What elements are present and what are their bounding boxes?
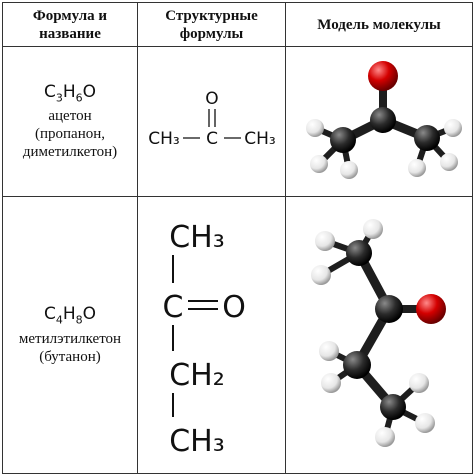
molecular-formula-acetone: C3H6O — [43, 81, 97, 105]
hydrogen-atom — [315, 231, 335, 251]
cell-formula-butanone: C4H8O метилэтилкетон (бутанон) — [2, 196, 138, 474]
carbon-label: C — [162, 290, 183, 325]
hydrogen-atom — [321, 373, 341, 393]
hydrogen-atom — [415, 413, 435, 433]
oxygen-atom — [368, 60, 398, 91]
cell-structure-acetone: O CH₃ C CH₃ — [137, 46, 286, 197]
carbon-atom — [414, 124, 440, 151]
carbon-atom — [370, 106, 396, 133]
cell-formula-acetone: C3H6O ацетон (пропанон, диметилкетон) — [2, 46, 138, 197]
structural-formula-acetone: O CH₃ C CH₃ — [148, 89, 275, 149]
compound-name-line: метилэтилкетон — [18, 330, 122, 347]
compound-name-line: (бутанон) — [39, 348, 101, 365]
row-butanone: C4H8O метилэтилкетон (бутанон) CH₃ C O C… — [2, 196, 473, 474]
methylene-label: CH₂ — [169, 358, 225, 393]
compound-name-line: диметилкетон) — [22, 144, 118, 161]
carbon-atom — [380, 394, 406, 420]
header-formula-name: Формула и название — [2, 2, 138, 47]
hydrogen-atom — [444, 118, 462, 137]
hydrogen-atom — [363, 219, 383, 239]
hydrogen-atom — [310, 154, 328, 173]
acetone-ball-and-stick-model-icon — [306, 60, 462, 179]
header-structural: Структурные формулы — [137, 2, 286, 47]
oxygen-label: O — [222, 290, 246, 325]
hydrogen-atom — [409, 373, 429, 393]
cell-model-acetone — [285, 46, 473, 197]
cell-model-butanone — [285, 196, 473, 474]
hydrogen-atom — [408, 158, 426, 177]
carbon-label: C — [206, 129, 218, 149]
carbon-atom — [343, 351, 371, 379]
header-model: Модель молекулы — [285, 2, 473, 47]
molecular-formula-butanone: C4H8O — [43, 304, 97, 327]
carbon-atom — [346, 240, 372, 266]
compound-name-line: (пропанон, — [34, 126, 105, 143]
methyl-label-left: CH₃ — [148, 129, 179, 149]
compound-name-line: ацетон — [48, 108, 92, 125]
carbon-atom — [375, 295, 403, 323]
hydrogen-atom — [311, 265, 331, 285]
hydrogen-atom — [306, 118, 324, 137]
hydrogen-atom — [440, 152, 458, 171]
header-row: Формула и название Структурные формулы М… — [2, 2, 473, 47]
hydrogen-atom — [319, 341, 339, 361]
cell-structure-butanone: CH₃ C O CH₂ CH₃ — [137, 196, 286, 474]
structural-formula-butanone: CH₃ C O CH₂ CH₃ — [162, 220, 246, 459]
methyl-label-right: CH₃ — [244, 129, 275, 149]
row-acetone: C3H6O ацетон (пропанон, диметилкетон) O … — [2, 46, 473, 197]
oxygen-atom — [416, 294, 446, 324]
hydrogen-atom — [340, 160, 358, 179]
carbon-atom — [330, 126, 356, 153]
butanone-ball-and-stick-model-icon — [311, 219, 446, 447]
hydrogen-atom — [375, 427, 395, 447]
methyl-label-top: CH₃ — [169, 220, 225, 255]
oxygen-label: O — [205, 89, 218, 109]
methyl-label-bottom: CH₃ — [169, 424, 225, 459]
